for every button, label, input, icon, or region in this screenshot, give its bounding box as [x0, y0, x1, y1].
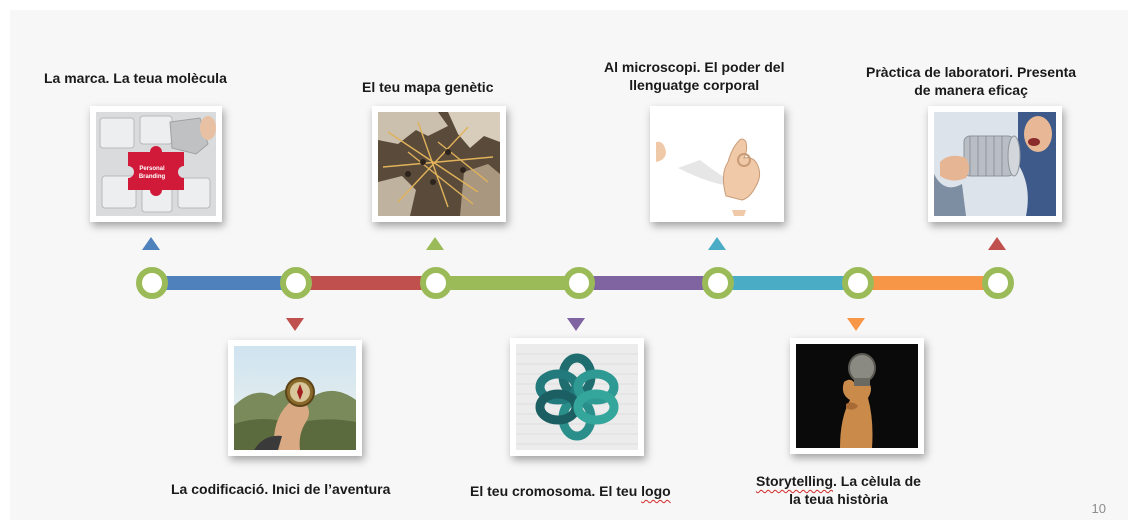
timeline-node-3 — [420, 267, 452, 299]
timeline-segment-teal — [718, 276, 858, 290]
milestone-6-photo — [790, 338, 924, 454]
triangle-up-icon — [988, 237, 1006, 250]
svg-text:Branding: Branding — [139, 174, 166, 180]
triangle-up-icon — [426, 237, 444, 250]
milestone-1-photo: Personal Branding — [90, 106, 222, 222]
timeline-segment-green — [438, 276, 578, 290]
bulb-in-hand-icon — [796, 344, 918, 448]
timeline-node-4 — [563, 267, 595, 299]
timeline-segment-red — [298, 276, 438, 290]
milestone-2-photo — [228, 340, 362, 456]
timeline-node-2 — [280, 267, 312, 299]
triangle-down-icon — [847, 318, 865, 331]
puzzle-personal-branding-icon: Personal Branding — [96, 112, 216, 216]
milestone-7-label: Pràctica de laboratori. Presenta de mane… — [866, 64, 1077, 98]
milestone-3-label: El teu mapa genètic — [362, 79, 494, 95]
timeline-node-7 — [982, 267, 1014, 299]
tin-can-phone-icon — [934, 112, 1056, 216]
triangle-up-icon — [142, 237, 160, 250]
milestone-4-label: El teu cromosoma. El teu logo — [470, 483, 671, 499]
milestone-5-label: Al microscopi. El poder del llenguatge c… — [604, 59, 785, 93]
triangle-down-icon — [567, 318, 585, 331]
triangle-up-icon — [708, 237, 726, 250]
interlocking-ribbon-logo-icon — [516, 344, 638, 450]
page-number: 10 — [1091, 501, 1106, 516]
milestone-7-photo — [928, 106, 1062, 222]
timeline-node-6 — [842, 267, 874, 299]
svg-text:Personal: Personal — [139, 166, 165, 172]
timeline-segment-blue — [158, 276, 298, 290]
milestone-5-photo — [650, 106, 784, 222]
milestone-4-photo — [510, 338, 644, 456]
timeline-node-1 — [136, 267, 168, 299]
triangle-down-icon — [286, 318, 304, 331]
timeline-segment-orange — [858, 276, 998, 290]
pins-and-strings-map-icon — [378, 112, 500, 216]
milestone-3-photo — [372, 106, 506, 222]
milestone-1-label: La marca. La teua molècula — [44, 70, 227, 86]
compass-in-hand-icon — [234, 346, 356, 450]
timeline-node-5 — [702, 267, 734, 299]
ok-hand-gesture-icon — [656, 112, 778, 216]
milestone-2-label: La codificació. Inici de l’aventura — [171, 481, 391, 497]
milestone-6-label: Storytelling. La cèlula de la teua histò… — [756, 473, 921, 507]
timeline-segment-purple — [578, 276, 718, 290]
